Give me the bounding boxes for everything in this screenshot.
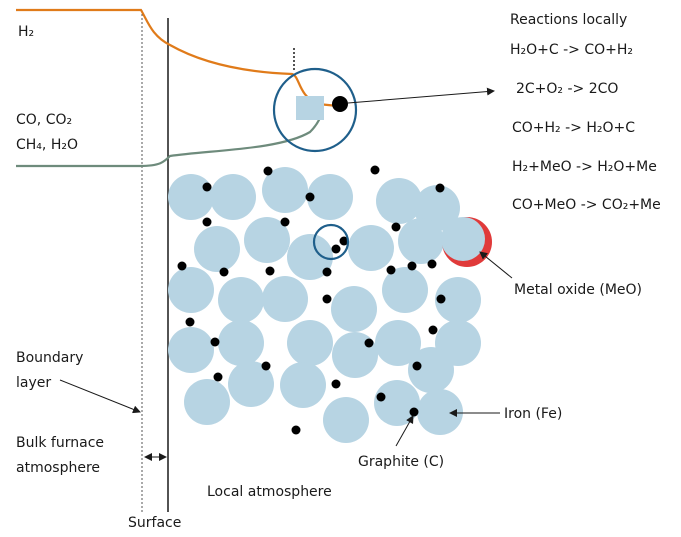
surface-label: Surface <box>128 515 181 531</box>
local-atmosphere-label: Local atmosphere <box>207 484 332 500</box>
iron-particle <box>262 276 308 322</box>
co-concentration-curve <box>16 111 324 168</box>
graphite-particle <box>409 407 419 417</box>
iron-particle <box>307 174 353 220</box>
iron-particles <box>168 167 481 443</box>
graphite-particle <box>331 379 341 389</box>
iron-particle <box>168 267 214 313</box>
metal-oxide-core <box>441 217 485 261</box>
iron-particle <box>331 286 377 332</box>
graphite-particle <box>412 361 422 371</box>
graphite-particle <box>177 261 187 271</box>
graphite-particle <box>213 372 223 382</box>
iron-particle <box>280 362 326 408</box>
metal-oxide-pointer <box>479 251 513 279</box>
graphite-particle <box>331 244 341 254</box>
iron-particle <box>417 389 463 435</box>
reaction-3: CO+H₂ -> H₂O+C <box>512 120 635 136</box>
co-co2-label: CO, CO₂ <box>16 112 72 128</box>
iron-particle <box>323 397 369 443</box>
reaction-1: H₂O+C -> CO+H₂ <box>510 42 633 58</box>
zoom-graphite-particle <box>332 96 348 112</box>
iron-particle <box>210 174 256 220</box>
iron-particle <box>228 361 274 407</box>
iron-particle <box>398 218 444 264</box>
reaction-2: 2C+O₂ -> 2CO <box>516 81 618 97</box>
h2-label: H₂ <box>18 24 34 40</box>
iron-particle <box>168 174 214 220</box>
iron-particle <box>408 347 454 393</box>
iron-particle <box>374 380 420 426</box>
graphite-pointer <box>395 415 414 447</box>
graphite-particles <box>177 165 446 435</box>
reaction-4: H₂+MeO -> H₂O+Me <box>512 159 657 175</box>
iron-particle <box>382 267 428 313</box>
iron-particle <box>287 234 333 280</box>
graphite-particle <box>339 236 349 246</box>
graphite-particle <box>364 338 374 348</box>
graphite-particle <box>185 317 195 327</box>
zoom-particle-fragment <box>296 96 324 120</box>
iron-particle <box>435 277 481 323</box>
iron-particle <box>332 332 378 378</box>
reaction-zoom-circle <box>272 67 358 153</box>
iron-particle <box>194 226 240 272</box>
iron-particle <box>168 327 214 373</box>
graphite-particle <box>265 266 275 276</box>
iron-particle <box>348 225 394 271</box>
graphite-label: Graphite (C) <box>358 454 444 470</box>
iron-particle <box>184 379 230 425</box>
reactions-title: Reactions locally <box>510 12 627 28</box>
graphite-particle <box>428 325 438 335</box>
graphite-particle <box>407 261 417 271</box>
iron-particle <box>218 277 264 323</box>
graphite-particle <box>305 192 315 202</box>
iron-particle <box>376 178 422 224</box>
metal-oxide-label: Metal oxide (MeO) <box>514 282 642 298</box>
graphite-particle <box>322 294 332 304</box>
iron-particle <box>218 320 264 366</box>
ch4-h2o-label: CH₄, H₂O <box>16 137 78 153</box>
graphite-particle <box>210 337 220 347</box>
graphite-particle <box>280 217 290 227</box>
small-zoom-circle <box>312 223 350 261</box>
boundary-layer-label-2: layer <box>16 375 51 391</box>
reaction-5: CO+MeO -> CO₂+Me <box>512 197 661 213</box>
graphite-particle <box>370 165 380 175</box>
graphite-particle <box>291 425 301 435</box>
graphite-particle <box>219 267 229 277</box>
bulk-atmosphere-label-1: Bulk furnace <box>16 435 104 451</box>
graphite-particle <box>386 265 396 275</box>
graphite-particle <box>322 267 332 277</box>
zoom-arrow <box>347 87 495 104</box>
boundary-layer-pointer <box>59 379 141 414</box>
iron-particle <box>375 320 421 366</box>
iron-particle <box>262 167 308 213</box>
graphite-particle <box>435 183 445 193</box>
h2-concentration-curve <box>16 8 339 108</box>
graphite-particle <box>261 361 271 371</box>
graphite-particle <box>202 217 212 227</box>
graphite-particle <box>427 259 437 269</box>
iron-particle <box>244 217 290 263</box>
iron-particle <box>287 320 333 366</box>
graphite-particle <box>202 182 212 192</box>
graphite-particle <box>376 392 386 402</box>
iron-label: Iron (Fe) <box>504 406 562 422</box>
boundary-layer-label-1: Boundary <box>16 350 83 366</box>
graphite-particle <box>436 294 446 304</box>
graphite-particle <box>263 166 273 176</box>
bulk-atmosphere-label-2: atmosphere <box>16 460 100 476</box>
graphite-particle <box>391 222 401 232</box>
